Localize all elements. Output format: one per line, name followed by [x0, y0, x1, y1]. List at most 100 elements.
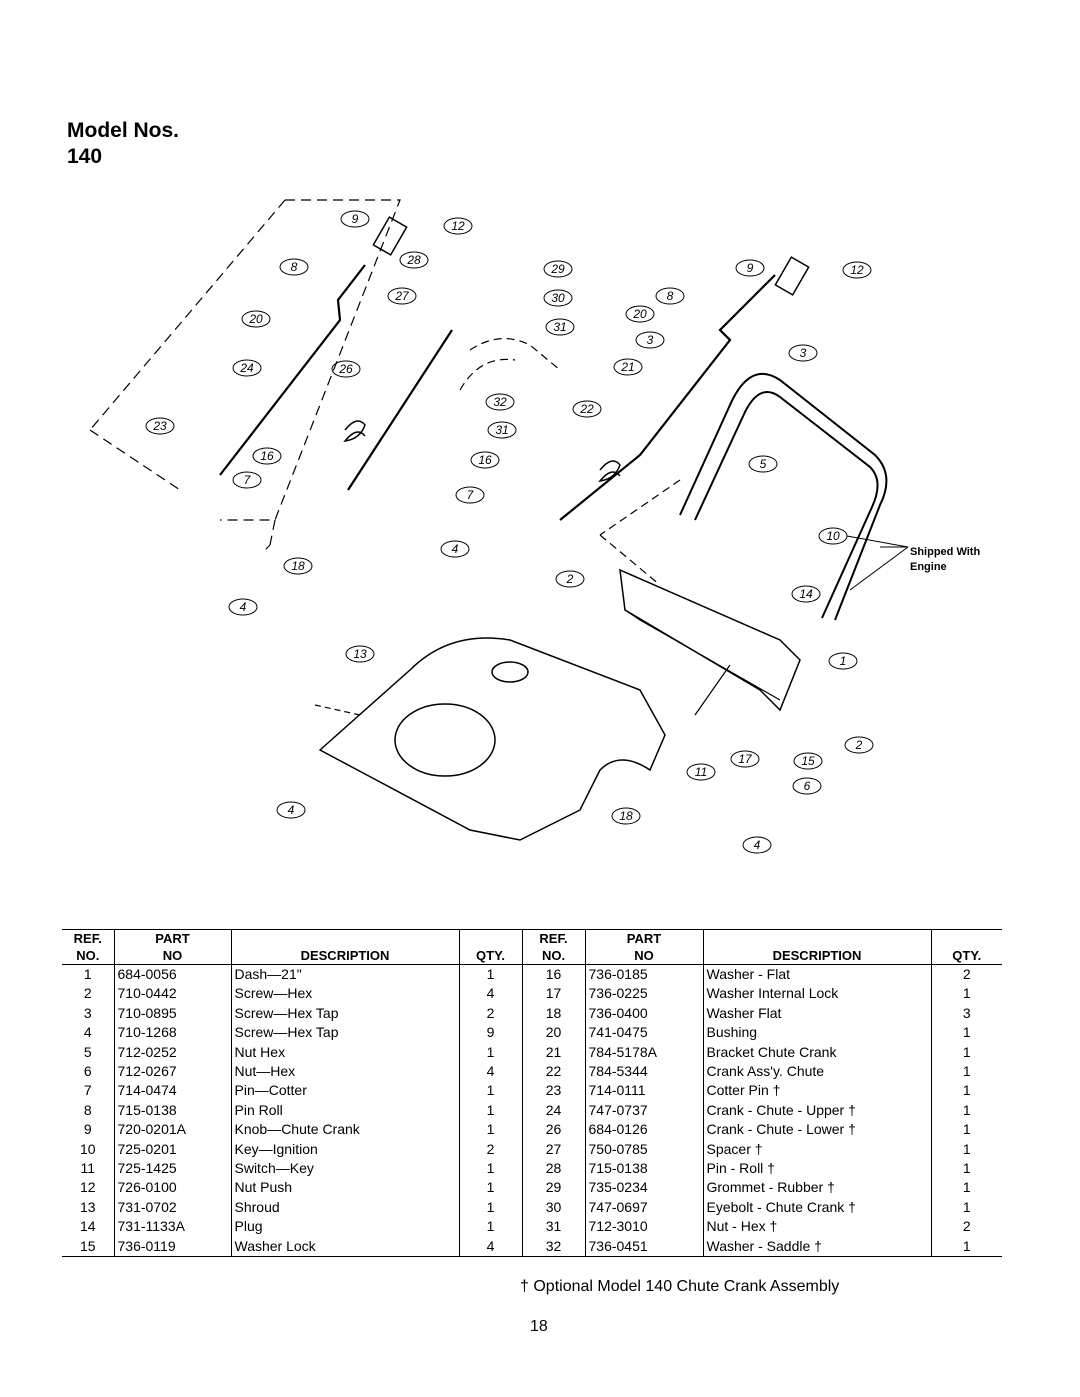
qty-header-right: QTY.: [931, 947, 1002, 965]
part-number-cell: 731-1133A: [114, 1217, 232, 1237]
callout-8b: 8: [667, 289, 674, 303]
description-cell: Key—Ignition: [231, 1139, 460, 1160]
part-number-cell: 710-0442: [114, 984, 232, 1004]
title-line-2: 140: [67, 145, 103, 168]
qty-cell: 2: [459, 1139, 523, 1160]
description-cell: Crank Ass'y. Chute: [703, 1062, 932, 1082]
callout-23: 23: [152, 419, 167, 433]
callout-20b: 20: [632, 307, 647, 321]
description-cell: Grommet - Rubber †: [703, 1178, 932, 1198]
callout-2: 2: [566, 572, 574, 586]
callout-29: 29: [550, 262, 565, 276]
optional-assembly-outline: [220, 199, 401, 521]
ref-cell: 24: [522, 1100, 586, 1121]
callout-15: 15: [801, 754, 815, 768]
callout-8: 8: [291, 260, 298, 274]
part-number-cell: 715-0138: [585, 1159, 704, 1179]
callout-2b: 2: [855, 738, 863, 752]
callout-26: 26: [338, 362, 353, 376]
part-number-cell: 712-0252: [114, 1042, 232, 1063]
part-number-cell: 725-1425: [114, 1159, 232, 1179]
part-number-cell: 715-0138: [114, 1100, 232, 1121]
part-number-cell: 684-0056: [114, 964, 232, 985]
description-cell: Spacer †: [703, 1139, 932, 1160]
description-cell: Nut - Hex †: [703, 1217, 932, 1237]
part-number-cell: 720-0201A: [114, 1120, 232, 1140]
shipped-with-line: Shipped With: [910, 546, 981, 558]
ref-cell: 30: [522, 1197, 586, 1218]
callout-10: 10: [826, 529, 840, 543]
qty-cell: 1: [459, 1178, 523, 1198]
callout-28: 28: [406, 253, 421, 267]
description-cell: Pin—Cotter: [231, 1081, 460, 1101]
ref-cell: 12: [62, 1178, 115, 1198]
crank-assembly-rod: [559, 274, 776, 521]
ref-cell: 1: [62, 964, 115, 985]
description-cell: Pin - Roll †: [703, 1159, 932, 1179]
engine-line: Engine: [910, 561, 947, 573]
callout-14: 14: [799, 587, 813, 601]
shroud: [318, 637, 666, 841]
qty-cell: 2: [962, 966, 971, 982]
description-cell: Screw—Hex: [231, 984, 460, 1004]
qty-cell: 1: [962, 1140, 971, 1157]
ref-cell: 23: [522, 1081, 586, 1101]
callout-7: 7: [244, 473, 252, 487]
description-cell: Dash—21": [231, 964, 460, 985]
ref-cell: 13: [62, 1197, 115, 1218]
description-cell: Crank - Chute - Lower †: [703, 1120, 932, 1140]
callout-11: 11: [695, 765, 707, 779]
qty-cell: 1: [962, 1101, 971, 1118]
dash-panel: [619, 568, 801, 712]
callout-12b: 12: [850, 263, 864, 277]
description-cell: Crank - Chute - Upper †: [703, 1100, 932, 1121]
callout-20: 20: [248, 312, 263, 326]
callout-22: 22: [579, 402, 594, 416]
qty-cell: 1: [459, 1217, 523, 1237]
callout-16b: 16: [478, 453, 492, 467]
description-cell: Pin Roll: [231, 1100, 460, 1121]
qty-cell: 1: [962, 1160, 971, 1177]
qty-cell: 1: [962, 1179, 971, 1196]
ref-cell: 3: [62, 1003, 115, 1024]
callout-24: 24: [239, 361, 254, 375]
callout-27: 27: [394, 289, 410, 303]
description-cell: Screw—Hex Tap: [231, 1023, 460, 1043]
callout-4b: 4: [240, 600, 247, 614]
ref-header-right: REF.: [522, 929, 586, 947]
description-cell: Washer Lock: [231, 1236, 460, 1258]
ref-cell: 27: [522, 1139, 586, 1160]
description-cell: Eyebolt - Chute Crank †: [703, 1197, 932, 1218]
part-number-cell: 736-0451: [585, 1236, 704, 1258]
header-row-1: REF. PART REF. PART: [62, 929, 1002, 947]
no-header-right-2: NO: [585, 947, 704, 965]
handle-upper: [679, 372, 888, 621]
ref-cell: 17: [522, 984, 586, 1004]
callout-18: 18: [291, 559, 305, 573]
part-number-cell: 725-0201: [114, 1139, 232, 1160]
callout-32: 32: [493, 395, 507, 409]
description-cell: Nut—Hex: [231, 1062, 460, 1082]
description-cell: Screw—Hex Tap: [231, 1003, 460, 1024]
qty-cell: 1: [962, 1082, 971, 1099]
ref-cell: 11: [62, 1159, 115, 1179]
qty-cell: 2: [962, 1218, 971, 1235]
description-cell: Knob—Chute Crank: [231, 1120, 460, 1140]
ref-cell: 20: [522, 1023, 586, 1043]
crank-lower-rod: [347, 329, 453, 491]
callout-13: 13: [353, 647, 367, 661]
ref-header: REF.: [62, 929, 115, 947]
no-header-2: NO: [114, 947, 232, 965]
part-number-cell: 784-5178A: [585, 1042, 704, 1063]
callout-31b: 31: [495, 423, 508, 437]
description-cell: Plug: [231, 1217, 460, 1237]
